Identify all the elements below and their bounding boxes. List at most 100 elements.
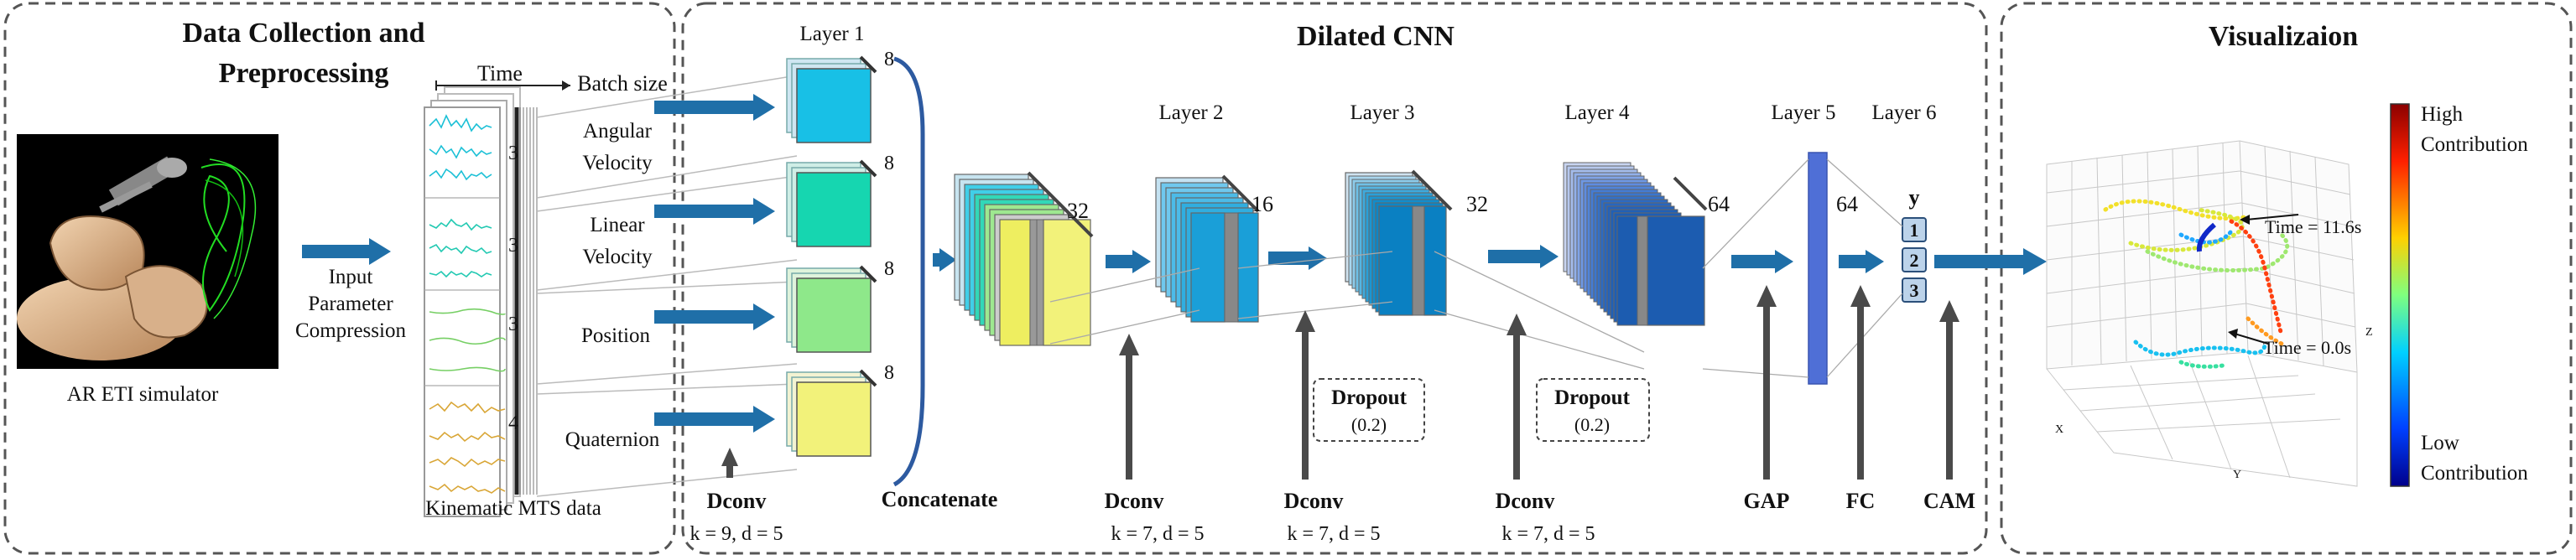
group-label-angular-2: Velocity: [582, 152, 653, 174]
op-dconv-4-params: k = 7, d = 5: [1501, 523, 1595, 545]
dropout-rate-2: (0.2): [1574, 414, 1610, 435]
mts-data-stack: [424, 80, 570, 517]
panel-title-preprocessing-line1: Data Collection and: [183, 18, 425, 49]
layer1-blocks: [786, 55, 877, 457]
layer1-depth-1: 8: [884, 49, 894, 70]
op-gap: GAP: [1744, 489, 1790, 513]
class-label-1: 1: [1910, 220, 1919, 241]
operation-arrows: [1119, 285, 1959, 480]
layer5-label: Layer 5: [1771, 101, 1835, 124]
group-label-position: Position: [581, 324, 650, 347]
group-dim-position: 3: [508, 314, 518, 335]
compression-label-line1: Input: [329, 266, 373, 288]
op-dconv-1: Dconv: [707, 489, 767, 513]
layer4-depth: 64: [1708, 192, 1730, 216]
layer1-label: Layer 1: [799, 23, 864, 45]
compression-label-line3: Compression: [295, 319, 406, 342]
panel-frame-visualization: [2000, 2, 2573, 555]
layer1-block-2: [786, 159, 877, 247]
op-dconv-2-params: k = 7, d = 5: [1111, 523, 1204, 545]
arrow-to-concat: [939, 248, 956, 272]
layer5-vector: [1808, 152, 1828, 385]
arrow-layer4-layer5: [1775, 250, 1793, 273]
layer2-stack: [1155, 174, 1260, 323]
dropout-label-2: Dropout: [1554, 386, 1631, 409]
output-y-label: y: [1909, 185, 1920, 210]
simulator-caption: AR ETI simulator: [67, 383, 219, 406]
class-box-3: [1902, 277, 1927, 303]
simulator-image: [17, 134, 278, 369]
op-fc: FC: [1846, 489, 1876, 513]
layer1-block-1: [786, 55, 877, 143]
class-box-2: [1902, 247, 1927, 272]
layer4-stack: [1563, 162, 1708, 326]
panel-frame-preprocessing: [3, 2, 676, 555]
group-dim-quaternion: 4: [508, 412, 518, 434]
arrow-to-visualization: [2023, 248, 2047, 275]
layer1-depth-4: 8: [884, 362, 894, 384]
group-label-linear-2: Velocity: [582, 246, 653, 268]
dropout-rate-1: (0.2): [1351, 414, 1387, 435]
dropout-box-1: [1313, 378, 1425, 442]
op-dconv-3-params: k = 7, d = 5: [1287, 523, 1380, 545]
layer3-label: Layer 3: [1350, 101, 1414, 124]
group-dim-angular: 3: [508, 143, 518, 164]
batch-size-label: Batch size: [577, 71, 668, 96]
class-box-1: [1902, 217, 1927, 242]
layer1-depth-3: 8: [884, 258, 894, 280]
3d-plot: [2046, 140, 2358, 487]
arrow-layer5-layer6: [1866, 250, 1884, 273]
layer6-label: Layer 6: [1871, 101, 1936, 124]
mts-caption: Kinematic MTS data: [425, 497, 601, 520]
concatenate-label: Concatenate: [882, 487, 998, 511]
op-dconv-4: Dconv: [1496, 489, 1555, 513]
concatenate-bracket: [892, 56, 925, 487]
arrow-layer2-layer3: [1309, 246, 1327, 270]
colorbar-high-label-2: Contribution: [2421, 133, 2528, 156]
axis-z-label: Z: [2365, 326, 2373, 339]
layer3-stack: [1345, 169, 1453, 316]
arrow-layer3-layer4: [1540, 245, 1559, 268]
concat-stack: [954, 171, 1094, 346]
time-annotation-top: Time = 11.6s: [2265, 216, 2361, 237]
colorbar-high-label: High: [2421, 103, 2464, 126]
colorbar-low-label: Low: [2421, 432, 2459, 454]
concat-depth: 32: [1067, 199, 1089, 223]
mts-projection-lines: [536, 75, 798, 497]
output-classes: [1902, 217, 1927, 303]
group-dim-linear: 3: [508, 235, 518, 257]
layer1-block-3: [786, 265, 877, 353]
layer3-depth: 32: [1466, 192, 1488, 216]
arrow-head-input-compression: [369, 238, 391, 265]
layer-projection-lines: [1049, 158, 1903, 378]
op-dconv-2: Dconv: [1105, 489, 1164, 513]
colorbar: [2390, 103, 2410, 487]
layer2-label: Layer 2: [1158, 101, 1223, 124]
panel-title-cnn: Dilated CNN: [1297, 21, 1455, 52]
op-cam: CAM: [1923, 489, 1975, 513]
dropout-box-2: [1536, 378, 1650, 442]
axis-x-label: X: [2055, 423, 2063, 436]
colorbar-low-label-2: Contribution: [2421, 462, 2528, 485]
panel-frame-cnn: [681, 2, 1988, 555]
dropout-label-1: Dropout: [1331, 386, 1408, 409]
layer5-dim: 64: [1836, 192, 1858, 216]
panel-title-visualization: Visualizaion: [2209, 21, 2358, 52]
arrow-concat-layer2: [1132, 250, 1151, 273]
group-label-angular: Angular: [583, 120, 653, 143]
op-dconv-1-params: k = 9, d = 5: [690, 523, 783, 545]
layer1-depth-2: 8: [884, 153, 894, 174]
arrows-into-layer1: [654, 94, 775, 433]
group-label-linear: Linear: [590, 214, 645, 236]
layer1-block-4: [786, 369, 877, 457]
op-dconv-3: Dconv: [1284, 489, 1344, 513]
panel-title-preprocessing-line2: Preprocessing: [219, 58, 389, 89]
compression-label-line2: Parameter: [308, 293, 393, 315]
layer4-label: Layer 4: [1564, 101, 1630, 124]
time-annotation-bottom: Time = 0.0s: [2263, 337, 2351, 358]
group-label-quaternion: Quaternion: [565, 428, 660, 451]
class-label-3: 3: [1910, 280, 1919, 301]
axis-y-label: Y: [2233, 469, 2241, 481]
layer2-depth: 16: [1252, 192, 1273, 216]
